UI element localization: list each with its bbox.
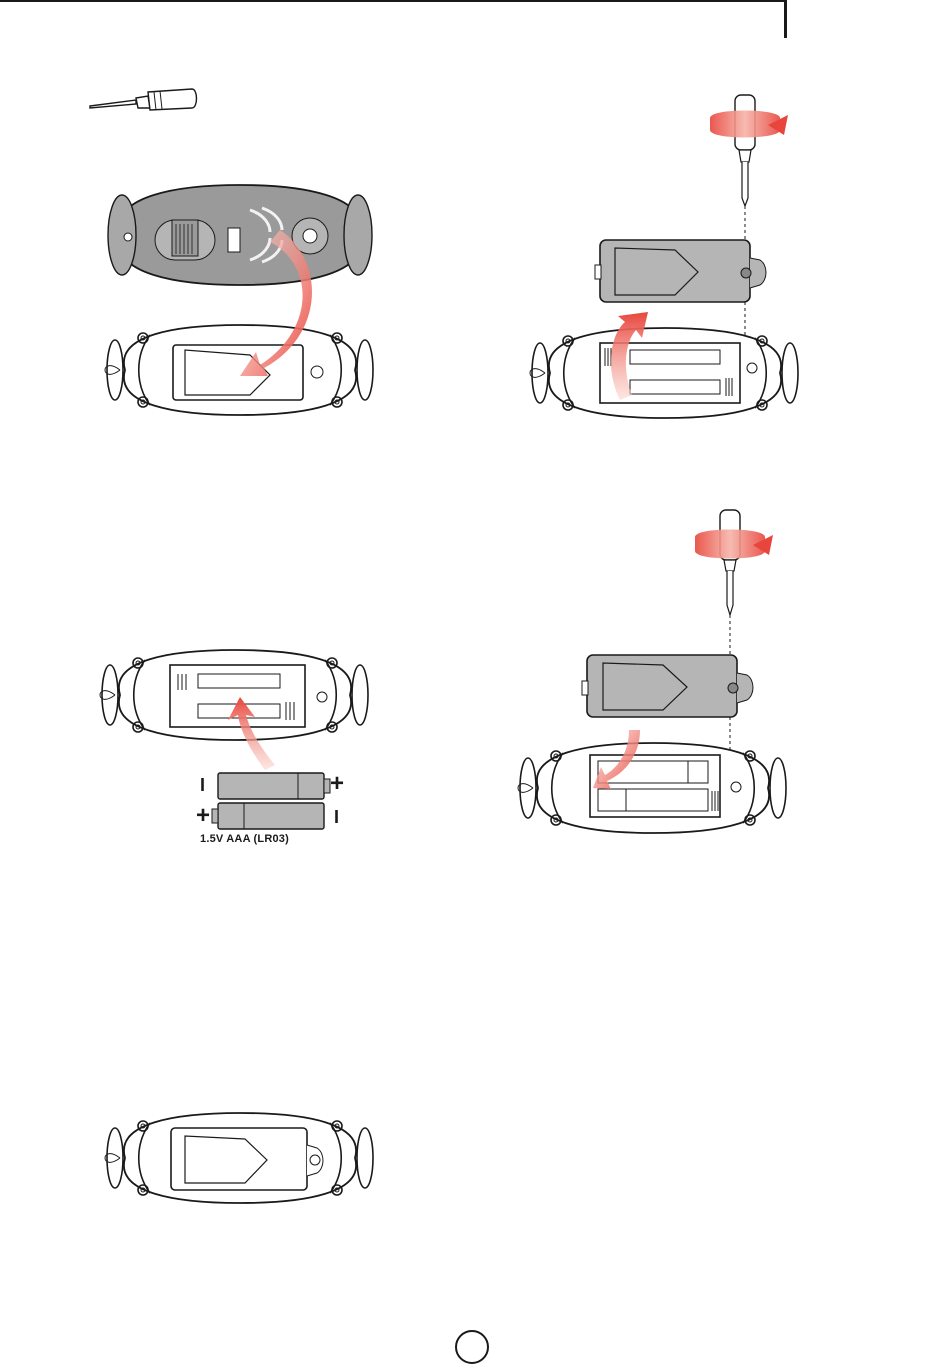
battery-2-minus-sign: I [334,807,339,828]
step-2-illustration [520,90,820,440]
battery-type-label: 1.5V AAA (LR03) [200,833,370,845]
battery-1 [218,773,330,799]
device-back-filled [518,743,786,833]
top-rule [0,0,784,2]
battery-2 [212,803,324,829]
step-3-illustration [100,635,390,835]
step-5-illustration [105,1103,395,1223]
battery-cover [595,240,766,302]
device-back-open [530,328,798,418]
step-4-illustration [515,505,815,855]
step-1-illustration [100,180,390,440]
screwdriver-icon [88,86,200,116]
battery-cover [582,655,753,717]
top-rule-end [784,0,787,38]
page-number-badge [455,1330,489,1364]
battery-1-minus-sign: I [200,775,205,796]
rotate-arrow-icon [710,111,780,138]
battery-2-plus-sign: + [196,802,210,830]
battery-1-plus-sign: + [330,770,344,798]
device-front [108,185,372,285]
rotate-arrow-icon [695,530,765,559]
device-back [105,325,373,415]
